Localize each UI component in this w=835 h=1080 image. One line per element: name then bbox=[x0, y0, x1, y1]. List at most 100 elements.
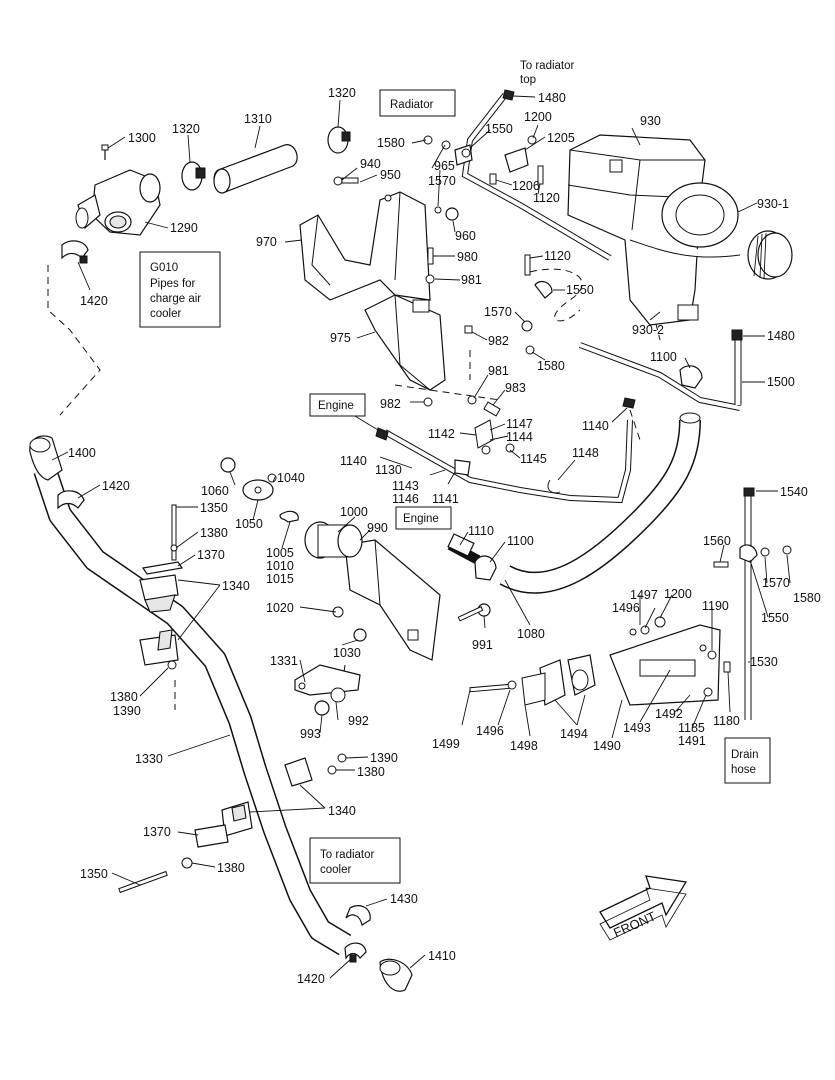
label-975: 975 bbox=[330, 331, 351, 345]
label-1550-b: 1550 bbox=[566, 283, 594, 297]
label-1340-a: 1340 bbox=[222, 579, 250, 593]
label-1350-b: 1350 bbox=[80, 867, 108, 881]
label-1410: 1410 bbox=[428, 949, 456, 963]
bracket-975 bbox=[364, 294, 446, 391]
label-960: 960 bbox=[455, 229, 476, 243]
label-1570-b: 1570 bbox=[484, 305, 512, 319]
label-1000: 1000 bbox=[340, 505, 368, 519]
label-982-a: 982 bbox=[488, 334, 509, 348]
label-1400: 1400 bbox=[68, 446, 96, 460]
label-965: 965 bbox=[434, 159, 455, 173]
hose-connectors bbox=[447, 144, 758, 581]
label-1420-c: 1420 bbox=[297, 972, 325, 986]
label-1380-d: 1380 bbox=[217, 861, 245, 875]
bracket-1331 bbox=[294, 664, 361, 696]
callout-g010-text-4: cooler bbox=[150, 308, 181, 320]
callout-cooler-text-1: To radiator bbox=[320, 849, 375, 861]
hose-1310 bbox=[213, 144, 298, 194]
label-1140-b: 1140 bbox=[582, 419, 609, 433]
callout-engine-b: Engine bbox=[395, 506, 452, 530]
label-970: 970 bbox=[256, 235, 277, 249]
label-1490: 1490 bbox=[593, 739, 621, 753]
label-1120-b: 1120 bbox=[544, 249, 571, 263]
callout-radiator-top-text-2: top bbox=[520, 74, 536, 86]
label-1430: 1430 bbox=[390, 892, 418, 906]
callout-radiator: Radiator bbox=[379, 89, 456, 117]
callout-radiator-cooler: To radiator cooler bbox=[309, 837, 401, 884]
callout-cooler-text-2: cooler bbox=[320, 864, 351, 876]
callout-radiator-top: To radiator top bbox=[520, 60, 575, 86]
label-983: 983 bbox=[505, 381, 526, 395]
callout-engine-a-text: Engine bbox=[318, 400, 354, 412]
callout-g010: G010 Pipes for charge air cooler bbox=[139, 251, 221, 328]
bracket-970 bbox=[299, 191, 431, 301]
label-1380-b: 1380 bbox=[110, 690, 138, 704]
coupling-1410 bbox=[379, 958, 413, 992]
label-1580-c: 1580 bbox=[793, 591, 821, 605]
callout-g010-text-2: Pipes for bbox=[150, 278, 196, 290]
label-1499: 1499 bbox=[432, 737, 460, 751]
label-981-a: 981 bbox=[461, 273, 482, 287]
label-991: 991 bbox=[472, 638, 493, 652]
label-1550-a: 1550 bbox=[485, 122, 513, 136]
label-1146: 1146 bbox=[392, 492, 419, 506]
label-1560: 1560 bbox=[703, 534, 731, 548]
label-1480-b: 1480 bbox=[767, 329, 795, 343]
part-number-labels: 1300 1320 1310 1320 1290 1420 1480 1200 … bbox=[68, 86, 821, 986]
label-1144: 1144 bbox=[506, 430, 533, 444]
label-1340-b: 1340 bbox=[328, 804, 356, 818]
label-1310: 1310 bbox=[244, 112, 272, 126]
label-1190: 1190 bbox=[702, 599, 729, 613]
label-1005: 1005 bbox=[266, 546, 294, 560]
front-direction-arrow: FRONT bbox=[599, 875, 688, 941]
main-hose-1330 bbox=[33, 466, 352, 956]
label-1290: 1290 bbox=[170, 221, 198, 235]
label-1498: 1498 bbox=[510, 739, 538, 753]
label-1185: 1185 bbox=[678, 721, 705, 735]
label-1140-a: 1140 bbox=[340, 454, 367, 468]
bracket-990 bbox=[344, 539, 441, 661]
label-1370-a: 1370 bbox=[197, 548, 225, 562]
label-1148: 1148 bbox=[572, 446, 599, 460]
mount-1000 bbox=[304, 521, 363, 559]
label-981-b: 981 bbox=[488, 364, 509, 378]
callout-g010-text-3: charge air bbox=[150, 293, 201, 305]
label-1491: 1491 bbox=[678, 734, 706, 748]
label-1496-a: 1496 bbox=[612, 601, 640, 615]
connection-dashes bbox=[47, 265, 661, 710]
washer-1050 bbox=[242, 479, 299, 523]
thermostat-housing-1290 bbox=[75, 144, 161, 236]
label-1141: 1141 bbox=[432, 492, 459, 506]
elbow-1400 bbox=[29, 435, 63, 481]
callout-engine-a: Engine bbox=[309, 393, 366, 417]
label-1110: 1110 bbox=[468, 524, 494, 538]
label-1580-b: 1580 bbox=[537, 359, 565, 373]
label-1200-a: 1200 bbox=[524, 110, 552, 124]
label-1494: 1494 bbox=[560, 727, 588, 741]
clamp-blocks-1340 bbox=[139, 574, 313, 837]
label-1420-a: 1420 bbox=[80, 294, 108, 308]
label-1570-a: 1570 bbox=[428, 174, 456, 188]
label-1480-a: 1480 bbox=[538, 91, 566, 105]
label-1015: 1015 bbox=[266, 572, 294, 586]
hose-clamps bbox=[57, 126, 371, 963]
label-980: 980 bbox=[457, 250, 478, 264]
label-1570-c: 1570 bbox=[762, 576, 790, 590]
label-1320-a: 1320 bbox=[172, 122, 200, 136]
callout-engine-b-text: Engine bbox=[403, 513, 439, 525]
label-1200-b: 1200 bbox=[664, 587, 692, 601]
label-1206: 1206 bbox=[512, 179, 540, 193]
small-hardware bbox=[118, 89, 792, 894]
bracket-1490 bbox=[609, 624, 721, 706]
label-1493: 1493 bbox=[623, 721, 651, 735]
label-1530: 1530 bbox=[750, 655, 778, 669]
label-1300: 1300 bbox=[128, 131, 156, 145]
coolant-tank-930 bbox=[567, 134, 741, 326]
label-1320-b: 1320 bbox=[328, 86, 356, 100]
callout-drain-hose: Drain hose bbox=[724, 737, 771, 784]
label-1142: 1142 bbox=[428, 427, 455, 441]
label-990: 990 bbox=[367, 521, 388, 535]
label-1500: 1500 bbox=[767, 375, 795, 389]
hose-1080 bbox=[499, 412, 701, 594]
label-982-b: 982 bbox=[380, 397, 401, 411]
